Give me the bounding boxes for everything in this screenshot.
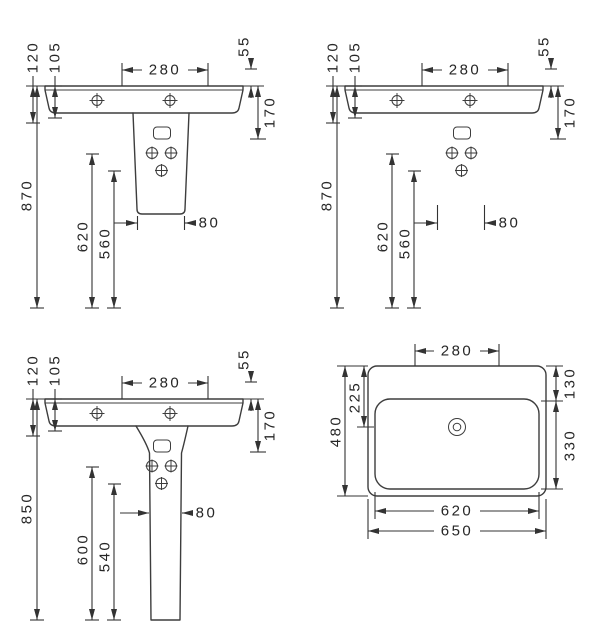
dimension-560: 560: [97, 170, 121, 309]
dim-label-480: 480: [328, 415, 345, 448]
dimension-560: 560: [397, 170, 421, 309]
dimension-620: 620: [374, 492, 540, 520]
dimension-80: 80: [120, 505, 220, 522]
dim-label-120: 120: [25, 354, 42, 387]
dim-label-55: 55: [236, 35, 253, 57]
dim-label-280: 280: [149, 375, 182, 392]
mounting-hole-icon: [445, 146, 459, 160]
dimension-620: 620: [375, 153, 399, 309]
dimension-120: 120: [25, 41, 62, 124]
dimension-650: 650: [367, 499, 547, 540]
drain-fittings: [445, 126, 478, 177]
dim-label-620: 620: [441, 503, 474, 520]
dim-label-170: 170: [562, 96, 579, 129]
dim-label-105: 105: [47, 354, 64, 387]
washbasin-outline: [344, 85, 544, 114]
mounting-hole-icon: [455, 164, 468, 177]
dim-label-560: 560: [97, 227, 114, 260]
washbasin-outline: [44, 85, 244, 114]
drain-hole-icon: [448, 418, 466, 436]
dimension-55: 55: [536, 35, 557, 98]
dim-label-280: 280: [149, 62, 182, 79]
dimension-55: 55: [236, 348, 257, 411]
dimension-120: 120: [325, 41, 362, 124]
dimension-280: 280: [414, 342, 500, 366]
mounting-hole-icon: [464, 146, 478, 160]
dimension-280: 280: [121, 61, 209, 86]
dim-label-280: 280: [441, 343, 474, 360]
fixing-hole-icon: [162, 406, 178, 421]
dim-label-120: 120: [25, 41, 42, 74]
dim-label-600: 600: [75, 533, 92, 566]
dim-label-80: 80: [196, 505, 218, 522]
siphon-cover-outline: [132, 112, 190, 215]
mounting-hole-icon: [155, 164, 168, 177]
dim-label-55: 55: [536, 35, 553, 57]
mounting-hole-icon: [155, 477, 168, 490]
dimension-850: 850: [19, 399, 44, 621]
dim-label-55: 55: [236, 348, 253, 370]
fixing-hole-icon: [389, 93, 405, 108]
dimension-870: 870: [319, 86, 344, 309]
dim-label-130: 130: [562, 367, 579, 400]
dimension-130: 130: [541, 365, 579, 402]
dim-label-330: 330: [562, 429, 579, 462]
mounting-hole-icon: [145, 459, 159, 473]
dim-label-80: 80: [499, 215, 521, 232]
dim-label-120: 120: [325, 41, 342, 74]
fixing-hole-icon: [89, 406, 105, 421]
dim-label-105: 105: [47, 41, 64, 74]
fixing-hole-icon: [89, 93, 105, 108]
dimension-600: 600: [75, 466, 99, 621]
dim-label-870: 870: [319, 179, 336, 212]
dim-label-850: 850: [19, 492, 36, 525]
dim-label-170: 170: [262, 96, 279, 129]
dimension-105: 105: [347, 41, 364, 119]
washbasin-top-outline: [367, 365, 547, 497]
dimension-225: 225: [347, 366, 374, 428]
dim-label-620: 620: [375, 220, 392, 253]
fixing-hole-icon: [462, 93, 478, 108]
mounting-hole-icon: [164, 459, 178, 473]
dimension-330: 330: [541, 401, 579, 490]
dimension-280: 280: [121, 374, 209, 399]
view-front-siphon-cover: 120 105 280 55 170: [19, 35, 279, 309]
pedestal-outline: [135, 425, 189, 621]
dimension-170: 170: [543, 85, 579, 140]
dimension-80: 80: [414, 205, 523, 232]
dim-label-540: 540: [97, 540, 114, 573]
dimension-540: 540: [97, 483, 121, 621]
mounting-hole-icon: [145, 146, 159, 160]
dimension-55: 55: [236, 35, 257, 98]
view-front-wall-mounted: 120 105 280 55 170: [319, 35, 579, 309]
dimension-170: 170: [243, 85, 279, 140]
dim-label-80: 80: [199, 215, 221, 232]
dimension-280: 280: [421, 61, 509, 86]
dim-label-870: 870: [19, 179, 36, 212]
dimension-105: 105: [47, 354, 64, 432]
dim-label-650: 650: [441, 523, 474, 540]
view-front-pedestal: 120 105 280 55 170: [19, 348, 279, 621]
dimension-620: 620: [75, 153, 99, 309]
dimension-105: 105: [47, 41, 64, 119]
view-top: 280 130 330 480 225 62: [328, 342, 579, 540]
dim-label-105: 105: [347, 41, 364, 74]
dim-label-225: 225: [347, 381, 364, 414]
dim-label-620: 620: [75, 220, 92, 253]
dim-label-170: 170: [262, 409, 279, 442]
washbasin-outline: [44, 398, 244, 427]
fixing-hole-icon: [162, 93, 178, 108]
dim-label-560: 560: [397, 227, 414, 260]
mounting-hole-icon: [164, 146, 178, 160]
dimension-80: 80: [114, 215, 223, 232]
dim-label-280: 280: [449, 62, 482, 79]
dimension-870: 870: [19, 86, 44, 309]
dimension-170: 170: [243, 398, 279, 453]
